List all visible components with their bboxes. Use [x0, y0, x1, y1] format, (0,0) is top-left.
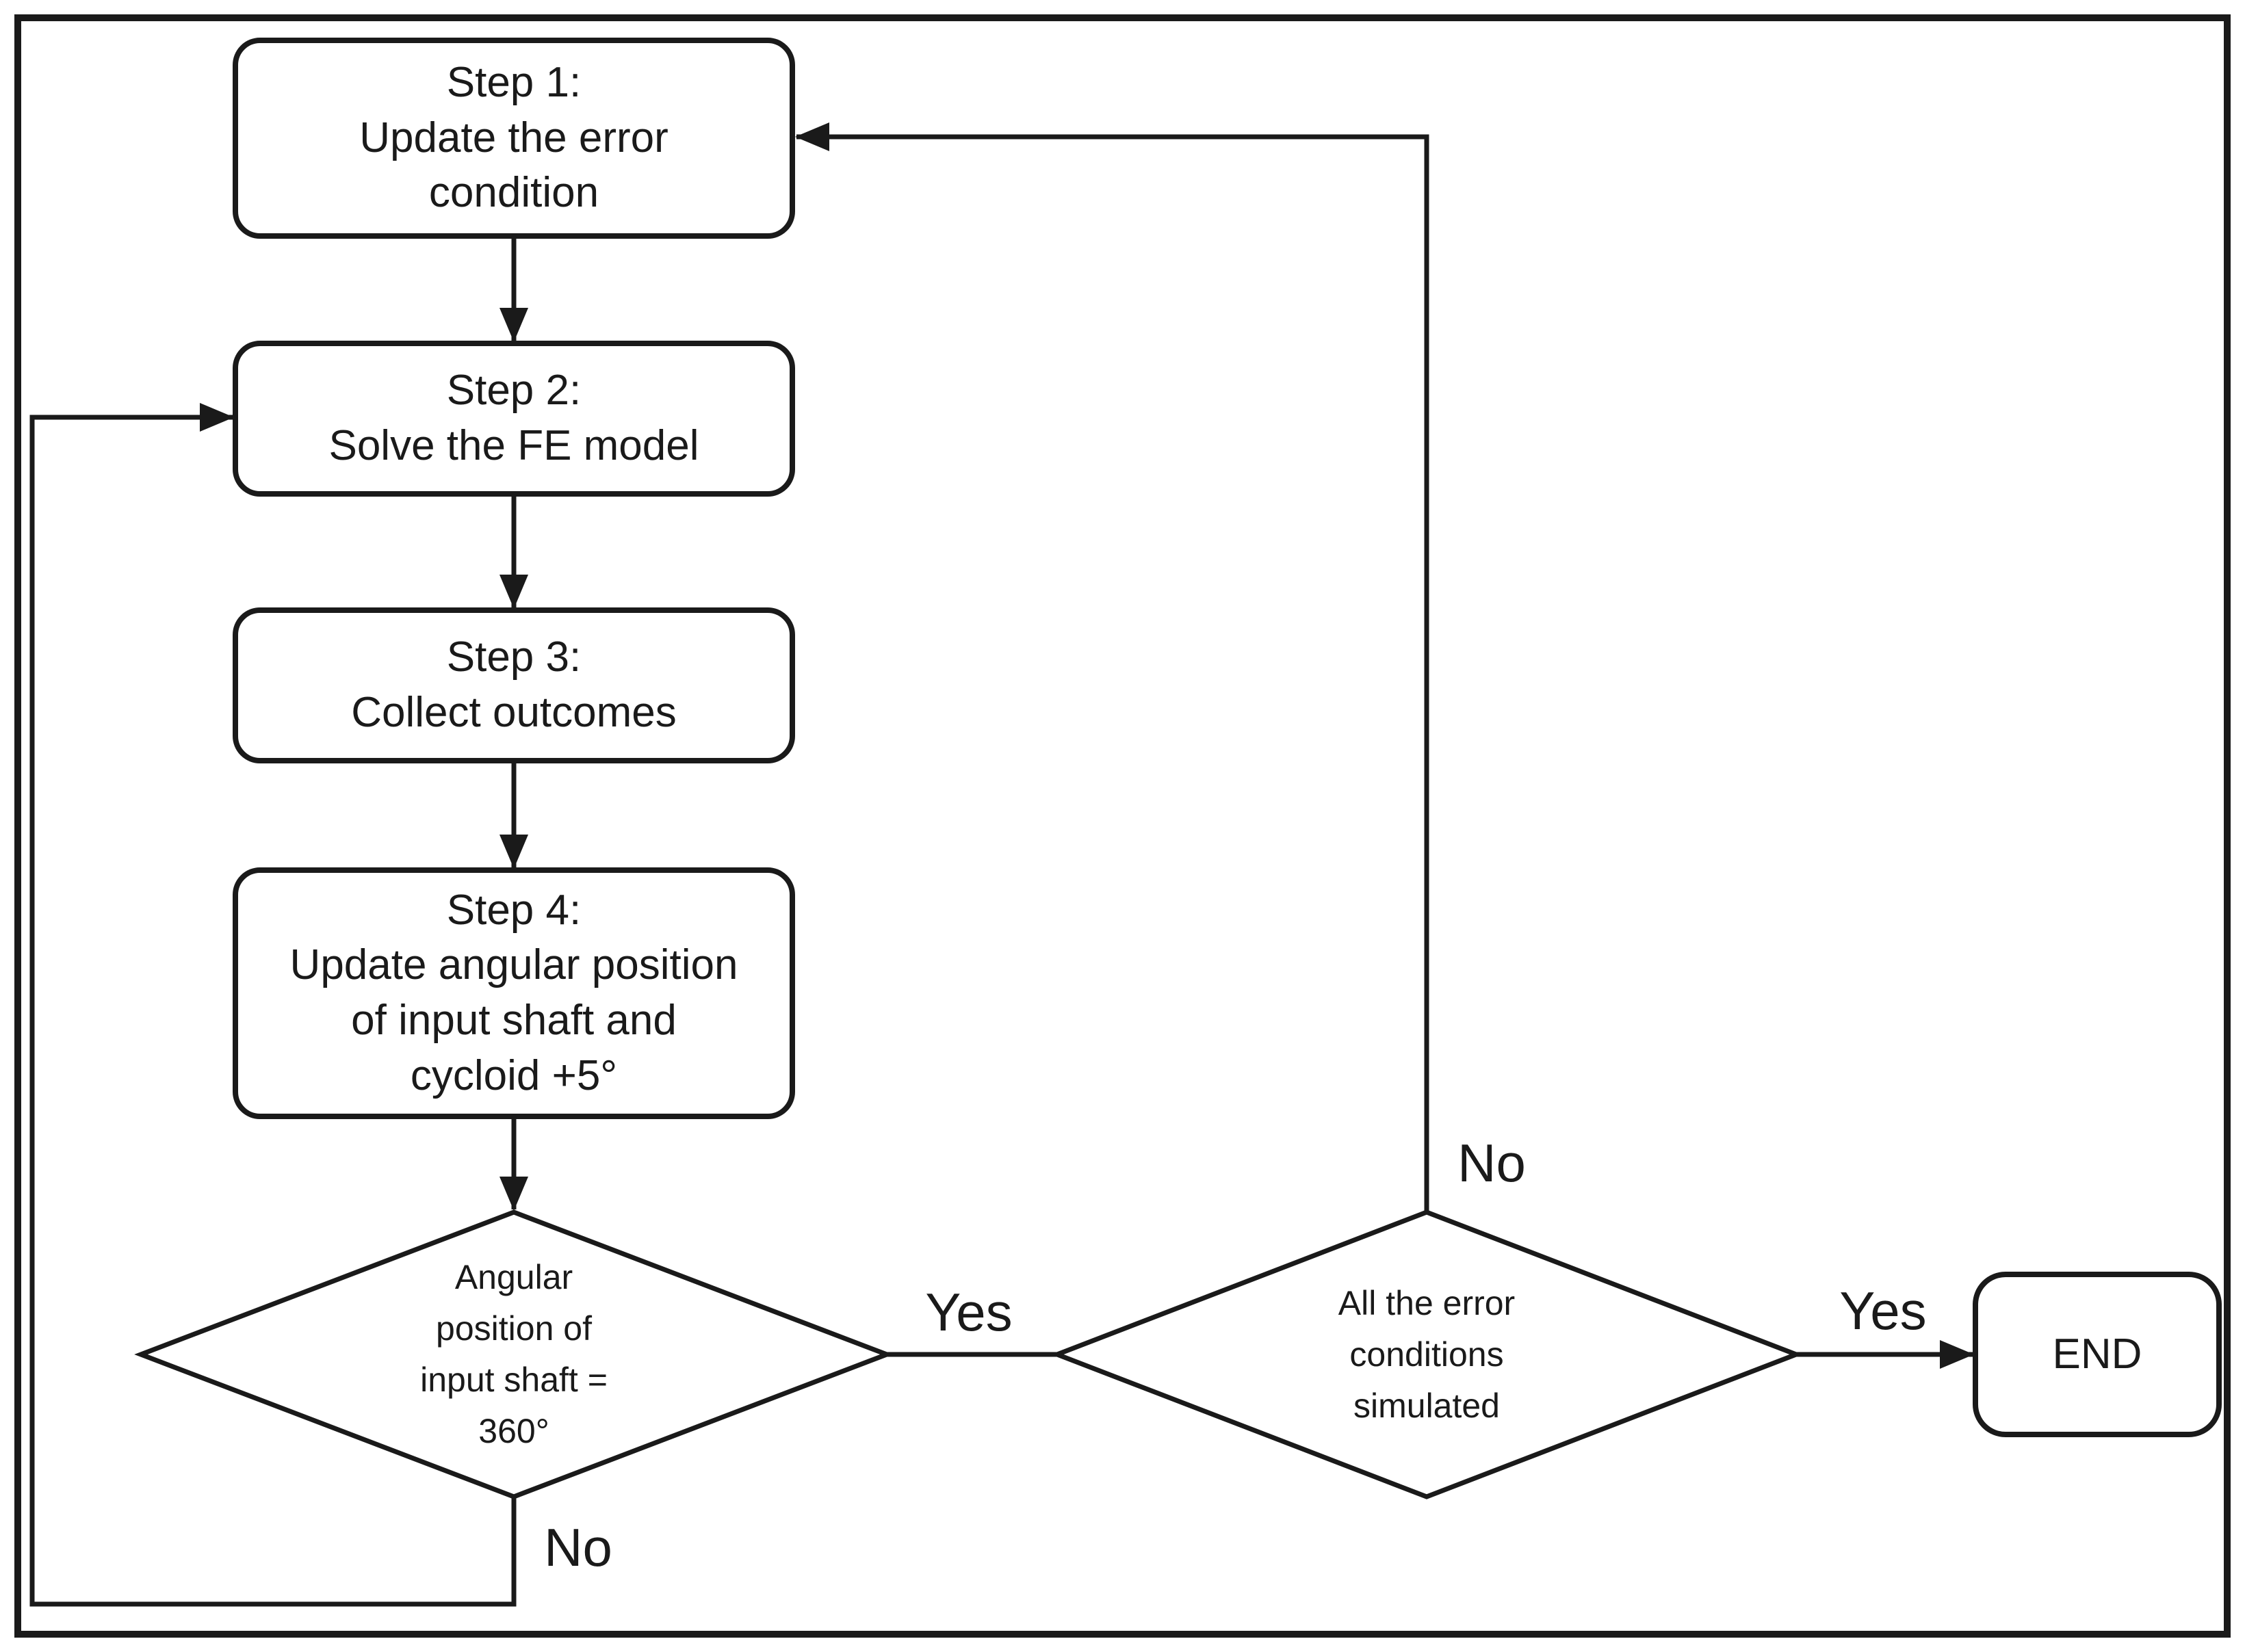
loop-decision1-no-to-step2	[29, 403, 517, 1607]
end-box	[1973, 1272, 2222, 1437]
decision1-diamond	[134, 1209, 894, 1499]
decision2-diamond	[1050, 1209, 1803, 1499]
step4-box	[233, 867, 795, 1119]
step3-box	[233, 607, 795, 763]
loop-decision2-no-to-step1	[795, 122, 1429, 1212]
step2-box	[233, 341, 795, 497]
step1-box	[233, 38, 795, 239]
